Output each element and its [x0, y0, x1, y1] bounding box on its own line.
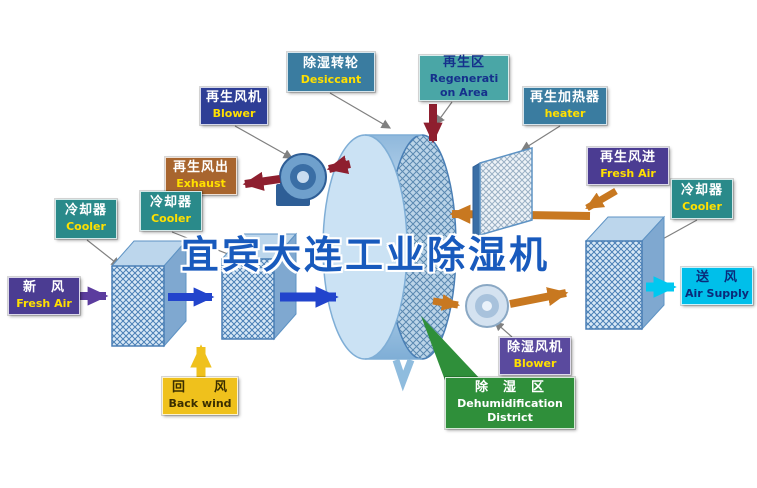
label-air-supply: 送 风 Air Supply [681, 267, 753, 305]
leader-cooler-left-outer [86, 239, 121, 267]
arrow-regen-inlet-diagonal [585, 187, 618, 212]
label-regen-blower: 再生风机 Blower [200, 87, 268, 125]
label-regen-heater-zh: 再生加热器 [529, 90, 600, 106]
label-regeneration-area-zh: 再生区 [442, 55, 485, 71]
label-cooler-left-inner: 冷却器 Cooler [140, 191, 202, 231]
regen-heater-unit [472, 147, 533, 240]
label-regen-blower-zh: 再生风机 [205, 90, 262, 106]
label-desiccant-en: Desiccant [300, 73, 362, 87]
label-cooler-left-outer: 冷却器 Cooler [55, 199, 117, 239]
box-front-face [221, 258, 275, 340]
label-regen-fresh-air: 再生风进 Fresh Air [587, 147, 669, 185]
arrow-wheel-to-regen-fan [326, 155, 351, 175]
label-regeneration-area-en1: Regenerati [429, 72, 499, 86]
label-dehumid-blower: 除湿风机 Blower [499, 337, 571, 375]
label-dehumid-blower-en: Blower [513, 357, 557, 371]
arrow-wheel-to-dehumid-fan [432, 294, 461, 311]
label-dehumid-blower-zh: 除湿风机 [506, 340, 563, 356]
label-fresh-air: 新 风 Fresh Air [8, 277, 80, 315]
flow-arrows [80, 104, 677, 377]
label-regen-heater: 再生加热器 heater [523, 87, 607, 125]
fan-hub [482, 301, 492, 311]
label-exhaust-zh: 再生风出 [172, 160, 229, 176]
label-desiccant-zh: 除湿转轮 [302, 56, 359, 72]
fan-hub [297, 171, 309, 183]
label-desiccant: 除湿转轮 Desiccant [287, 52, 375, 92]
label-regen-blower-en: Blower [212, 107, 256, 121]
wheel-drain-notch [392, 358, 415, 392]
label-dehumid-district-zh: 除 湿 区 [474, 380, 545, 396]
label-fresh-air-en: Fresh Air [16, 297, 72, 311]
watermark-text: 宜宾大连工业除湿机 [181, 233, 551, 277]
label-air-supply-zh: 送 风 [695, 270, 738, 286]
label-regeneration-area: 再生区 Regenerati on Area [419, 55, 509, 101]
arrow-fan-to-supply-box [509, 287, 569, 308]
label-cooler-left-inner-zh: 冷却器 [149, 195, 192, 211]
leader-regen-blower [234, 125, 294, 159]
label-regen-fresh-air-en: Fresh Air [600, 167, 656, 181]
label-cooler-right-en: Cooler [682, 200, 722, 214]
label-regeneration-area-en2: on Area [439, 86, 489, 100]
label-air-supply-en: Air Supply [685, 287, 749, 301]
label-back-wind-en: Back wind [168, 397, 232, 411]
leader-regen-heater [520, 125, 561, 151]
leader-lines [86, 92, 698, 338]
label-regen-fresh-air-zh: 再生风进 [599, 150, 656, 166]
heater-front-face [479, 147, 533, 236]
label-back-wind-zh: 回 风 [171, 380, 228, 396]
label-exhaust-en: Exhaust [176, 177, 226, 191]
dehumid-blower-fan [465, 284, 509, 328]
regen-blower-fan [276, 153, 327, 206]
cooler-box-right [584, 215, 666, 331]
label-regen-heater-en: heater [544, 107, 586, 121]
label-dehumid-district-en2: District [487, 411, 533, 425]
label-cooler-left-outer-zh: 冷却器 [64, 203, 107, 219]
box-front-face [585, 240, 643, 330]
box-front-face [111, 265, 165, 347]
label-cooler-right-zh: 冷却器 [680, 183, 723, 199]
cooler-box-left-inner [220, 232, 298, 341]
label-fresh-air-zh: 新 风 [22, 280, 65, 296]
label-dehumid-district-en1: Dehumidification [457, 397, 563, 411]
label-cooler-left-inner-en: Cooler [151, 212, 191, 226]
label-cooler-right: 冷却器 Cooler [671, 179, 733, 219]
label-cooler-left-outer-en: Cooler [66, 220, 106, 234]
arrow-fan-to-exhaust [242, 171, 281, 191]
pointer-dehumid-district [421, 316, 482, 391]
leader-regen-area [435, 101, 453, 125]
leader-desiccant [329, 92, 392, 129]
label-dehumid-district: 除 湿 区 Dehumidification District [445, 377, 575, 429]
label-back-wind: 回 风 Back wind [162, 377, 238, 415]
label-exhaust: 再生风出 Exhaust [165, 157, 237, 195]
